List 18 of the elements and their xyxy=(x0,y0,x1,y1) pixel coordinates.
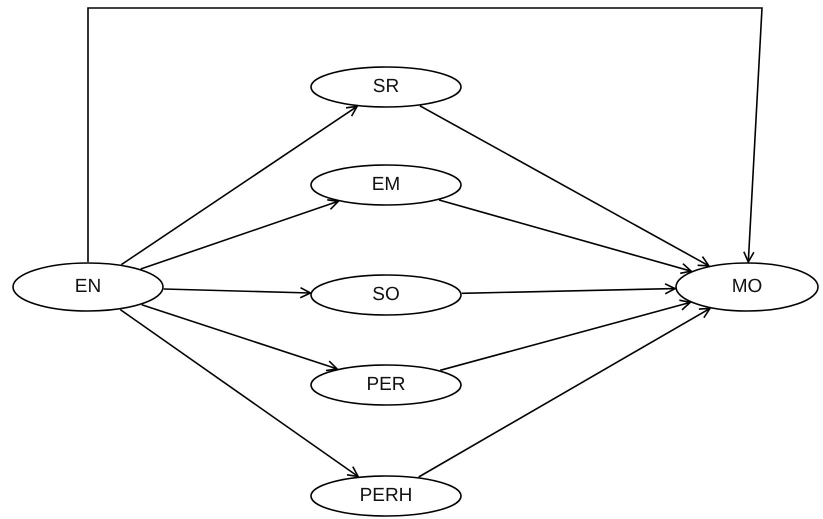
arrow xyxy=(440,299,692,372)
arrow xyxy=(420,105,710,267)
arrow xyxy=(140,199,340,270)
arrow xyxy=(120,106,358,266)
arrow xyxy=(141,304,338,372)
node-label: EN xyxy=(74,276,102,298)
node-label: PER xyxy=(366,374,406,396)
node-label: PERH xyxy=(360,485,412,507)
arrow xyxy=(120,308,359,478)
node-label: SO xyxy=(372,284,400,306)
arrow xyxy=(438,199,692,274)
arrow xyxy=(418,308,711,478)
arrow xyxy=(87,7,763,263)
arrow xyxy=(164,286,312,299)
node-label: EM xyxy=(372,174,400,196)
arrow xyxy=(462,283,676,295)
node-label: SR xyxy=(372,76,400,98)
node-label: MO xyxy=(732,276,762,298)
